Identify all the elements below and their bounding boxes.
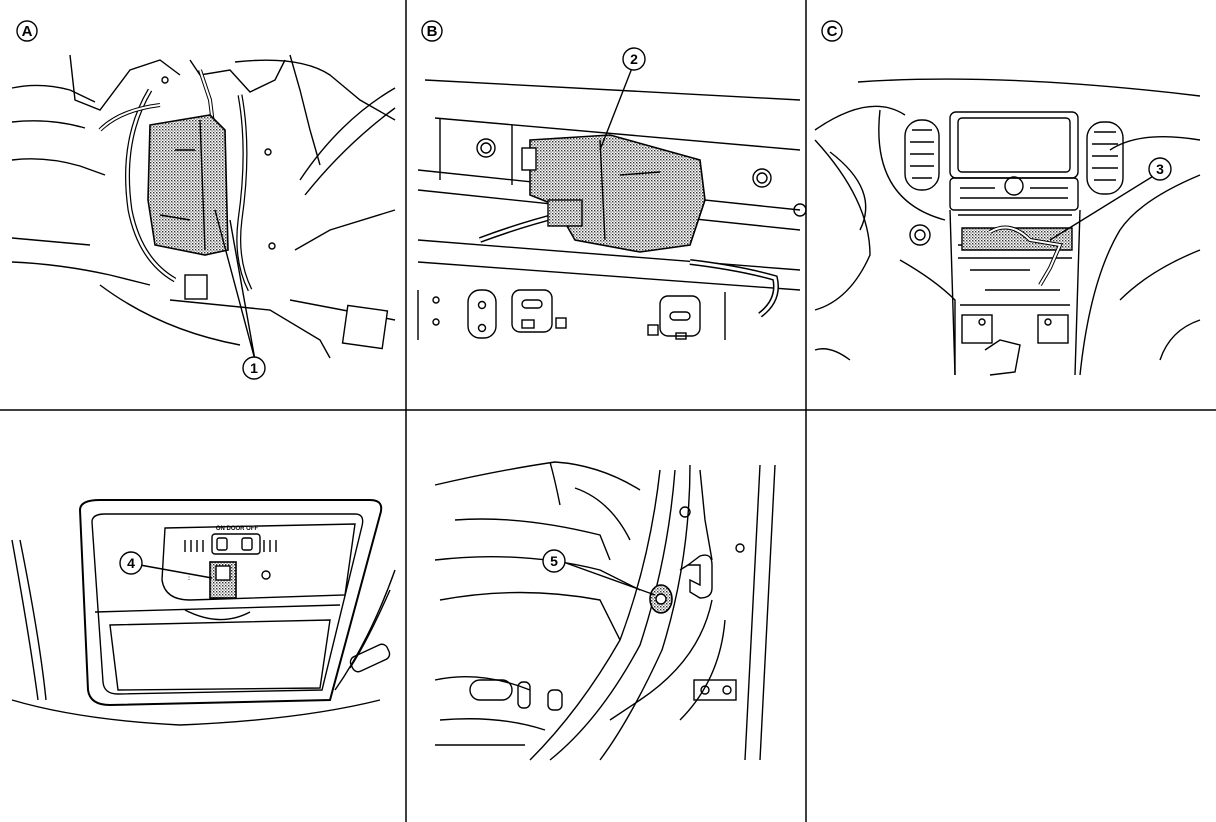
panel-e: 5 (434, 461, 776, 761)
panel-c: C (814, 20, 1201, 376)
callout-3-label: 3 (1156, 161, 1164, 177)
panel-a-letter: A (22, 23, 33, 40)
callout-2: 2 (622, 47, 646, 71)
callout-1-label: 1 (250, 360, 258, 376)
control-unit-a (147, 114, 229, 256)
callout-4: 4 (119, 551, 143, 575)
callout-4-label: 4 (127, 555, 135, 571)
panel-b: B (417, 20, 807, 340)
unit-c (961, 227, 1073, 251)
callout-5-label: 5 (550, 553, 558, 569)
actuator-b (529, 134, 706, 253)
panel-a: A (11, 20, 396, 380)
panel-c-letter: C (827, 23, 838, 40)
panel-b-letter: B (427, 23, 438, 40)
room-lamp-switch-text: ON DOOR OFF (216, 526, 259, 532)
callout-5: 5 (542, 549, 566, 573)
callout-2-label: 2 (630, 51, 638, 67)
svg-text::: : (188, 576, 190, 582)
callout-1: 1 (242, 356, 266, 380)
panel-a-letter-badge: A (16, 20, 38, 42)
panel-d: ON DOOR OFF : 4 (11, 499, 396, 726)
callout-3: 3 (1148, 157, 1172, 181)
panel-b-letter-badge: B (421, 20, 443, 42)
panel-c-letter-badge: C (821, 20, 843, 42)
